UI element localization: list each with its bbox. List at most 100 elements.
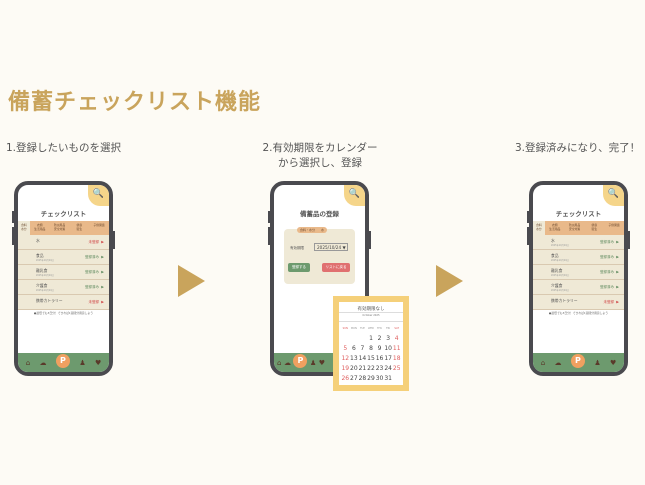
- emergency-icon[interactable]: ☁: [283, 358, 291, 367]
- p-icon[interactable]: P: [570, 353, 585, 368]
- expiry-date-select[interactable]: 2025/10/24 ▼: [314, 243, 348, 251]
- back-to-list-button[interactable]: リストに戻る: [322, 263, 350, 272]
- calendar-day[interactable]: 9: [377, 345, 382, 352]
- play-icon[interactable]: ▶: [101, 240, 104, 244]
- bottom-nav: ⌂ ☁ P ♟ ♥: [533, 353, 624, 372]
- search-icon[interactable]: 🔍: [603, 185, 624, 206]
- play-icon[interactable]: ▶: [101, 270, 104, 274]
- tab-2[interactable]: 防災用品 安全対策: [53, 223, 66, 231]
- play-icon[interactable]: ▶: [616, 270, 619, 274]
- tab-1[interactable]: 衣類 生活用品: [549, 223, 561, 231]
- heart-icon[interactable]: ♥: [94, 358, 102, 367]
- person-icon[interactable]: ♟: [309, 358, 317, 367]
- register-button[interactable]: 登録する: [288, 263, 310, 272]
- tab-0[interactable]: 食料 水分: [18, 221, 30, 235]
- calendar-day[interactable]: 5: [343, 345, 348, 352]
- tab-3[interactable]: 健康 衛生: [591, 223, 598, 231]
- calendar-month: October 2025: [339, 313, 403, 322]
- p-icon[interactable]: P: [55, 353, 70, 368]
- list-item[interactable]: 水未登録▶: [18, 235, 109, 250]
- calendar-day[interactable]: 21: [358, 365, 367, 372]
- calendar-day[interactable]: 25: [392, 365, 401, 372]
- calendar-day[interactable]: 31: [384, 375, 392, 382]
- no-expiry-option[interactable]: 有効期限なし: [339, 302, 403, 313]
- tab-4[interactable]: 子供関連: [608, 223, 620, 227]
- heart-icon[interactable]: ♥: [318, 358, 326, 367]
- weekday-label: THU: [376, 327, 383, 330]
- item-status: 登録済み: [85, 270, 99, 274]
- calendar-day[interactable]: 3: [386, 335, 391, 342]
- calendar-day[interactable]: 22: [367, 365, 375, 372]
- calendar-day[interactable]: 29: [367, 375, 375, 382]
- calendar-day[interactable]: 11: [392, 345, 401, 352]
- calendar-day[interactable]: 14: [358, 355, 367, 362]
- search-icon[interactable]: 🔍: [344, 185, 365, 206]
- play-icon[interactable]: ▶: [616, 285, 619, 289]
- play-icon[interactable]: ▶: [616, 240, 619, 244]
- tab-3[interactable]: 健康 衛生: [76, 223, 83, 231]
- calendar-day[interactable]: 18: [392, 355, 401, 362]
- search-icon[interactable]: 🔍: [88, 185, 109, 206]
- home-icon[interactable]: ⌂: [277, 358, 282, 367]
- calendar-day[interactable]: 8: [369, 345, 373, 352]
- calendar-day[interactable]: 13: [350, 355, 358, 362]
- heart-icon[interactable]: ♥: [609, 358, 617, 367]
- calendar-day[interactable]: 27: [350, 375, 358, 382]
- calendar-day[interactable]: 30: [375, 375, 384, 382]
- tab-1[interactable]: 衣類 生活用品: [34, 223, 46, 231]
- item-status: 登録済み: [600, 240, 614, 244]
- tab-2[interactable]: 防災用品 安全対策: [568, 223, 581, 231]
- step-2-label: 2.有効期限をカレンダーから選択し、登録: [256, 141, 384, 171]
- side-button: [628, 231, 630, 249]
- emergency-icon[interactable]: ☁: [39, 358, 47, 367]
- home-icon[interactable]: ⌂: [540, 358, 546, 367]
- list-item[interactable]: 携帯カトラリー未登録▶: [18, 295, 109, 310]
- calendar-day[interactable]: 2: [377, 335, 382, 342]
- page-title: 備蓄チェックリスト機能: [8, 90, 262, 115]
- arrow-right-icon: [436, 265, 463, 297]
- calendar-day[interactable]: 12: [341, 355, 350, 362]
- calendar-day[interactable]: 28: [358, 375, 367, 382]
- calendar-day[interactable]: 17: [384, 355, 392, 362]
- tab-0[interactable]: 食料 水分: [533, 221, 545, 235]
- calendar-day[interactable]: 15: [367, 355, 375, 362]
- person-icon[interactable]: ♟: [79, 358, 86, 367]
- weekday-label: MON: [350, 327, 357, 330]
- calendar-day[interactable]: 24: [384, 365, 392, 372]
- item-date: 2025年10月24日: [551, 274, 569, 277]
- calendar-day[interactable]: 1: [369, 335, 373, 342]
- calendar-day[interactable]: 4: [394, 335, 399, 342]
- bottom-nav: ⌂ ☁ P ♟ ♥: [18, 353, 109, 372]
- item-name: 携帯カトラリー: [551, 298, 578, 303]
- list-item[interactable]: 携帯カトラリー未登録▶: [533, 295, 624, 310]
- weekday-label: FRI: [386, 327, 391, 330]
- calendar-day[interactable]: 10: [384, 345, 392, 352]
- calendar-day[interactable]: 16: [375, 355, 384, 362]
- emergency-icon[interactable]: ☁: [554, 358, 562, 367]
- step-2-line1: 2.有効期限をカレンダー: [262, 142, 378, 154]
- play-icon[interactable]: ▶: [101, 285, 104, 289]
- item-status: 登録済み: [600, 270, 614, 274]
- play-icon[interactable]: ▶: [616, 300, 619, 304]
- person-icon[interactable]: ♟: [594, 358, 601, 367]
- calendar-day[interactable]: 26: [341, 375, 350, 382]
- play-icon[interactable]: ▶: [101, 255, 104, 259]
- p-icon[interactable]: P: [293, 353, 308, 368]
- calendar-day[interactable]: 19: [341, 365, 350, 372]
- play-icon[interactable]: ▶: [616, 255, 619, 259]
- calendar-day[interactable]: 23: [375, 365, 384, 372]
- play-icon[interactable]: ▶: [101, 300, 104, 304]
- calendar-day[interactable]: 20: [350, 365, 358, 372]
- home-icon[interactable]: ⌂: [25, 358, 31, 367]
- calendar-day[interactable]: 6: [351, 345, 356, 352]
- tab-4[interactable]: 子供関連: [93, 223, 105, 227]
- calendar-day[interactable]: 7: [360, 345, 365, 352]
